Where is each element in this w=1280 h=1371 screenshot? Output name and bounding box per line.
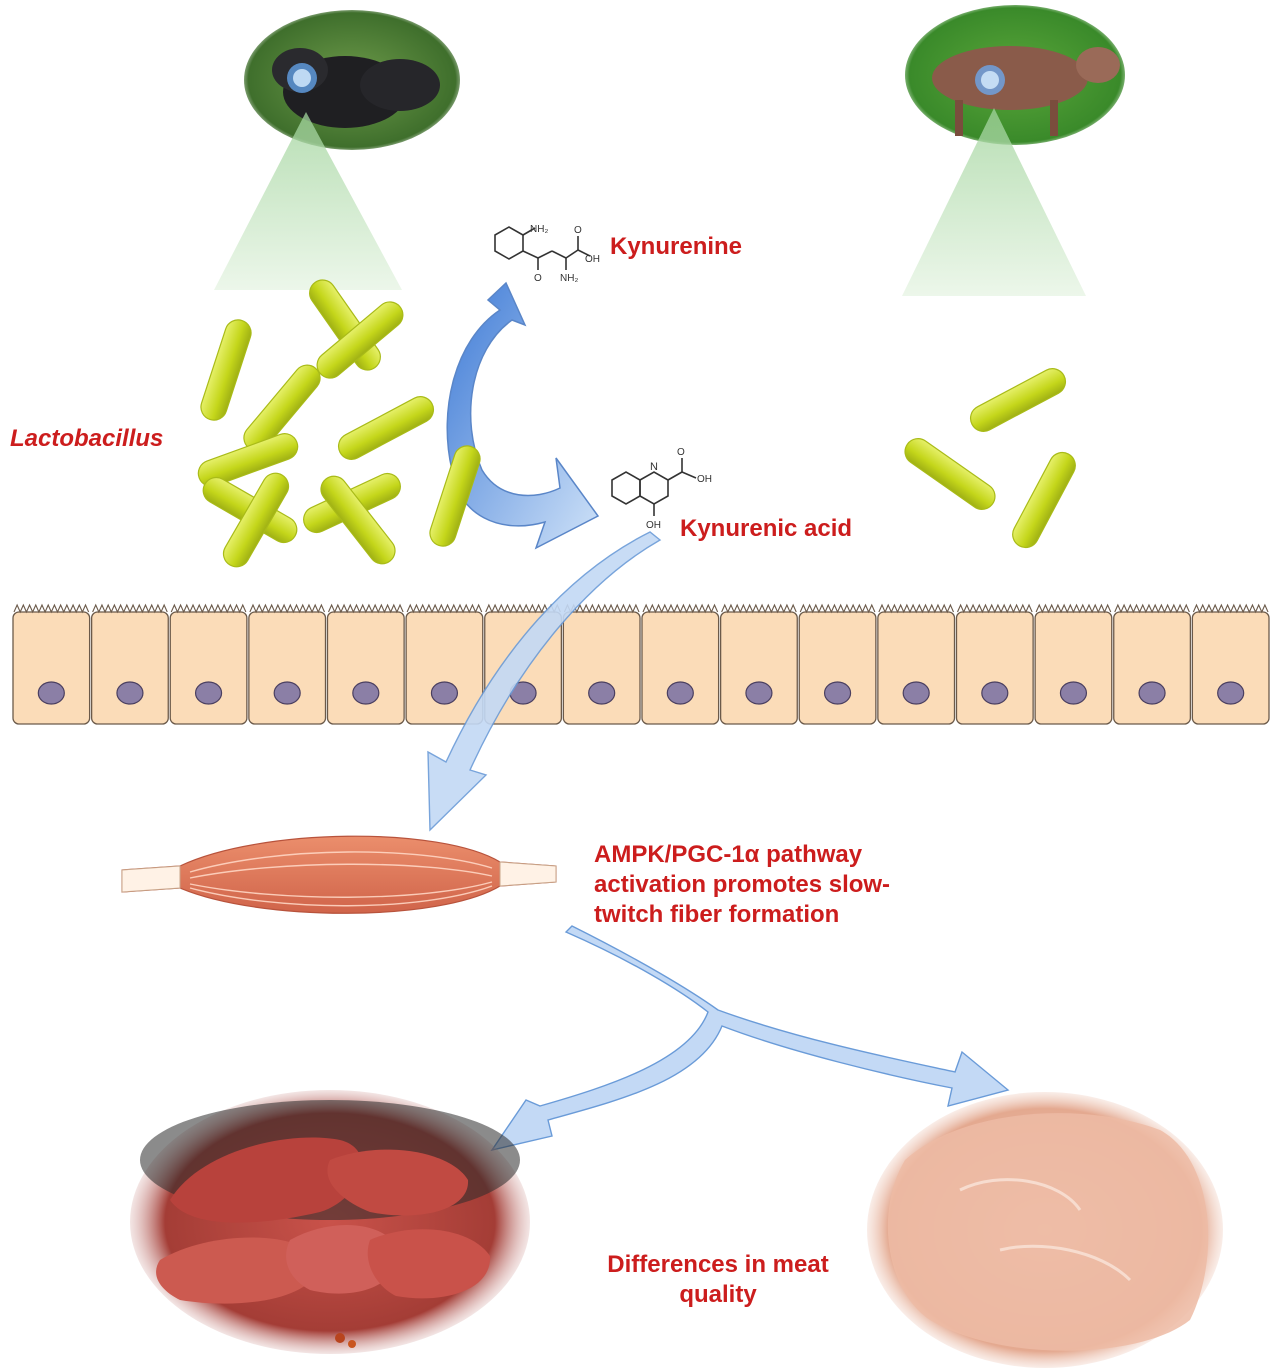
kynurenic-acid-label: Kynurenic acid (680, 515, 852, 542)
kynurenic-acid-oh: OH (697, 474, 712, 485)
cell-nucleus (116, 681, 144, 705)
microvilli (1192, 603, 1269, 614)
lactobacillus-cluster-left (197, 279, 481, 568)
bacterium (316, 301, 404, 379)
kynurenine-o: O (534, 273, 542, 284)
pale-meat-image (867, 1092, 1223, 1368)
epithelial-cell (405, 611, 484, 725)
cell-nucleus (352, 681, 380, 705)
microvilli (249, 603, 326, 614)
cell-nucleus (194, 681, 223, 705)
microvilli (170, 603, 247, 614)
bacterium (222, 472, 290, 568)
cell-nucleus (823, 681, 852, 705)
cell-nucleus (37, 681, 65, 705)
bacterium (337, 396, 435, 460)
cell-nucleus (981, 681, 1009, 705)
red-meat-image (130, 1090, 530, 1354)
microvilli (406, 603, 483, 614)
kynurenine-o-top: O (574, 225, 582, 236)
intestinal-epithelium (12, 603, 1270, 725)
microvilli (956, 603, 1033, 614)
kynurenic-acid-oh-bottom: OH (646, 520, 661, 531)
bacterium (429, 445, 481, 547)
bacterium (200, 319, 252, 421)
cell-nucleus (273, 681, 301, 705)
microvilli (1114, 603, 1190, 614)
microvilli (92, 603, 168, 614)
epithelial-cell (1191, 611, 1270, 725)
epithelial-cell (955, 611, 1034, 725)
left-light-beam (214, 112, 402, 290)
epithelial-cell (877, 611, 956, 725)
cell-nucleus (588, 681, 616, 705)
microvilli (327, 603, 404, 614)
muscle-fiber-bundle (121, 835, 557, 914)
kynurenine-nh2-top: NH₂ (530, 224, 548, 235)
microvilli (878, 603, 955, 614)
meat-quality-label-line1: Differences in meat (607, 1251, 828, 1278)
kynurenine-label: Kynurenine (610, 233, 742, 260)
kynurenine-oh: OH (585, 254, 600, 265)
epithelial-cell (90, 611, 169, 725)
lactobacillus-cluster-right (904, 368, 1076, 549)
black-pig-image (244, 10, 460, 150)
microvilli (563, 603, 640, 614)
cell-nucleus (430, 681, 459, 705)
cell-nucleus (1059, 681, 1088, 705)
epithelial-cell (641, 611, 720, 725)
kynurenine-nh2-bottom: NH₂ (560, 273, 578, 284)
epithelial-cell (1113, 611, 1192, 725)
bacterium (197, 433, 299, 487)
kynurenine-structure (494, 226, 591, 270)
cell-nucleus (745, 681, 773, 705)
bacterium (1012, 451, 1076, 549)
microvilli (721, 603, 797, 614)
meat-quality-label-line2: quality (679, 1281, 757, 1308)
bacterium (904, 438, 996, 510)
cell-nucleus (1217, 681, 1245, 705)
lactobacillus-label: Lactobacillus (10, 425, 163, 452)
kynurenic-acid-o: O (677, 447, 685, 458)
epithelial-cell (1034, 611, 1113, 725)
epithelial-cell (12, 611, 91, 725)
bacterium (969, 368, 1067, 432)
microvilli (1035, 603, 1112, 614)
epithelial-cell (562, 611, 641, 725)
right-light-beam (902, 108, 1086, 296)
split-arrow (490, 925, 1010, 1152)
microvilli (13, 603, 90, 614)
bacterium (320, 475, 396, 565)
epithelial-cell (719, 611, 798, 725)
epithelial-cell (248, 611, 327, 725)
pathway-label-line3: twitch fiber formation (594, 901, 839, 928)
epithelial-cell (169, 611, 248, 725)
microvilli (799, 603, 876, 614)
pathway-label-line2: activation promotes slow- (594, 871, 890, 898)
cell-nucleus (1138, 681, 1166, 705)
epithelial-cell (326, 611, 405, 725)
brown-pig-image (905, 5, 1125, 145)
conversion-arrow (446, 281, 600, 550)
cell-nucleus (666, 681, 694, 705)
kynurenic-acid-structure (611, 458, 697, 516)
cell-nucleus (902, 681, 930, 705)
pathway-label-line1: AMPK/PGC-1α pathway (594, 841, 863, 868)
absorption-arrow (427, 531, 662, 832)
kynurenic-acid-n: N (650, 461, 658, 473)
microvilli (642, 603, 719, 614)
epithelial-cell (798, 611, 877, 725)
